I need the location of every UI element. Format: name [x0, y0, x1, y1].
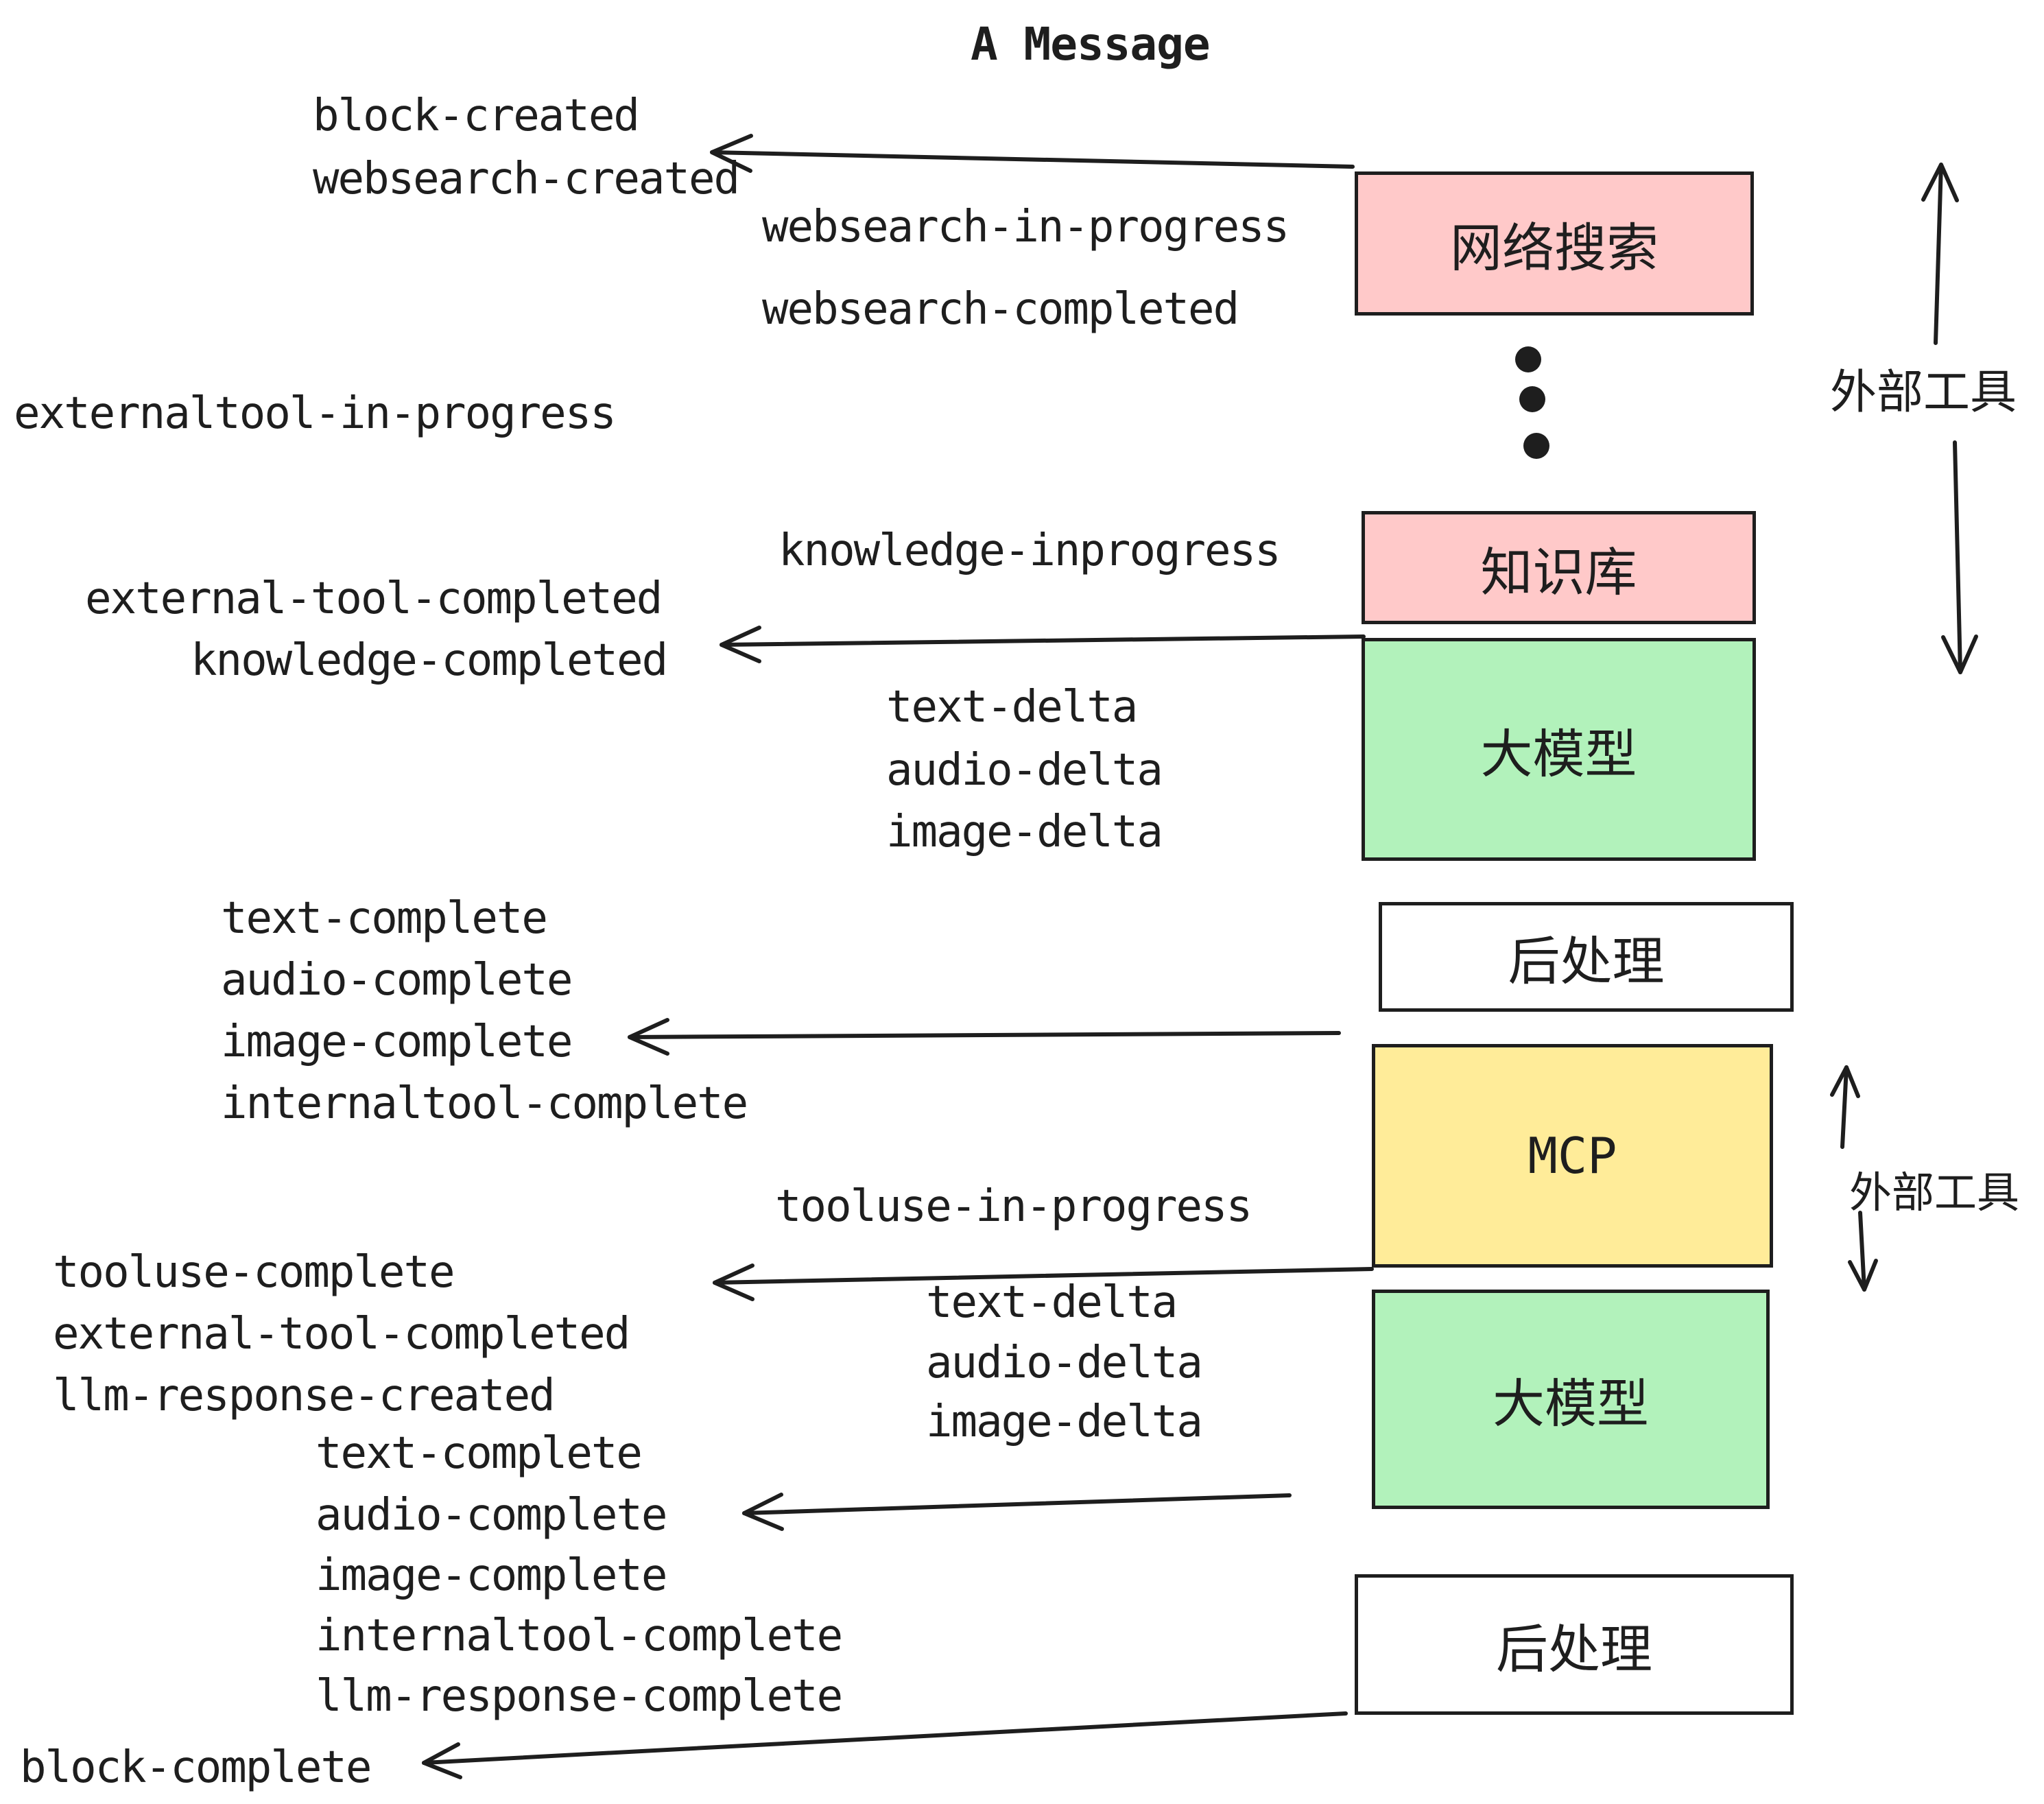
external-tools-down-arrow-icon — [1943, 442, 1976, 672]
event-internaltool-complete-2: internaltool-complete — [316, 1611, 843, 1661]
event-llm-response-complete: llm-response-complete — [316, 1671, 843, 1722]
box-llm-1-label: 大模型 — [1480, 723, 1637, 785]
event-audio-delta-1: audio-delta — [886, 745, 1163, 796]
box-websearch-label: 网络搜索 — [1450, 217, 1659, 278]
event-image-complete-2: image-complete — [316, 1550, 667, 1601]
event-external-tool-completed-2: external-tool-completed — [53, 1309, 630, 1360]
event-websearch-completed: websearch-completed — [762, 284, 1239, 335]
arrow-knowledge-completed-icon — [722, 628, 1364, 661]
side-label-external-tools-2: 外部工具 — [1849, 1167, 2020, 1218]
event-websearch-created: websearch-created — [313, 154, 740, 204]
event-externaltool-in-progress: externaltool-in-progress — [14, 388, 617, 439]
box-postprocess-2-label: 后处理 — [1496, 1618, 1652, 1680]
side-label-external-tools-1: 外部工具 — [1830, 366, 2017, 420]
event-external-tool-completed-1: external-tool-completed — [85, 573, 663, 624]
vertical-ellipsis-icon — [1515, 346, 1549, 459]
box-postprocess-2: 后处理 — [1355, 1574, 1794, 1715]
event-audio-complete-2: audio-complete — [316, 1490, 667, 1541]
box-llm-2: 大模型 — [1372, 1290, 1770, 1509]
event-image-complete-1: image-complete — [221, 1017, 573, 1067]
diagram-title: A Message — [971, 18, 1211, 71]
event-websearch-in-progress: websearch-in-progress — [762, 202, 1290, 252]
event-block-complete: block-complete — [20, 1742, 372, 1793]
box-websearch: 网络搜索 — [1355, 171, 1754, 316]
box-postprocess-1-label: 后处理 — [1508, 931, 1665, 992]
box-llm-2-label: 大模型 — [1493, 1373, 1649, 1434]
box-llm-1: 大模型 — [1362, 638, 1756, 861]
event-text-delta-2: text-delta — [926, 1277, 1178, 1328]
box-knowledge-label: 知识库 — [1480, 541, 1637, 603]
box-postprocess-1: 后处理 — [1379, 902, 1794, 1012]
event-text-complete-1: text-complete — [221, 893, 548, 944]
box-mcp: MCP — [1372, 1044, 1773, 1268]
event-llm-response-created: llm-response-created — [53, 1370, 556, 1421]
external-tools-up-arrow-icon — [1923, 165, 1957, 343]
arrow-block-complete-icon — [424, 1713, 1346, 1777]
event-text-delta-1: text-delta — [886, 682, 1138, 733]
event-tooluse-complete: tooluse-complete — [53, 1247, 455, 1298]
event-audio-delta-2: audio-delta — [926, 1338, 1203, 1388]
external-tools-up-arrow-2-icon — [1832, 1067, 1858, 1147]
event-image-delta-1: image-delta — [886, 807, 1163, 857]
arrow-audio-complete-icon — [744, 1495, 1290, 1529]
external-tools-down-arrow-2-icon — [1850, 1213, 1876, 1290]
box-knowledge: 知识库 — [1362, 511, 1756, 624]
event-tooluse-in-progress: tooluse-in-progress — [775, 1181, 1252, 1232]
arrow-websearch-created-icon — [712, 136, 1353, 171]
event-knowledge-completed: knowledge-completed — [191, 635, 668, 686]
event-text-complete-2: text-complete — [316, 1428, 643, 1479]
event-knowledge-inprogress: knowledge-inprogress — [779, 525, 1281, 576]
event-block-created: block-created — [313, 91, 640, 141]
arrow-image-complete-icon — [630, 1020, 1339, 1054]
arrow-tooluse-complete-icon — [715, 1266, 1372, 1299]
event-image-delta-2: image-delta — [926, 1397, 1203, 1447]
event-internaltool-complete-1: internaltool-complete — [221, 1078, 748, 1129]
event-audio-complete-1: audio-complete — [221, 955, 573, 1006]
box-mcp-label: MCP — [1528, 1127, 1617, 1185]
